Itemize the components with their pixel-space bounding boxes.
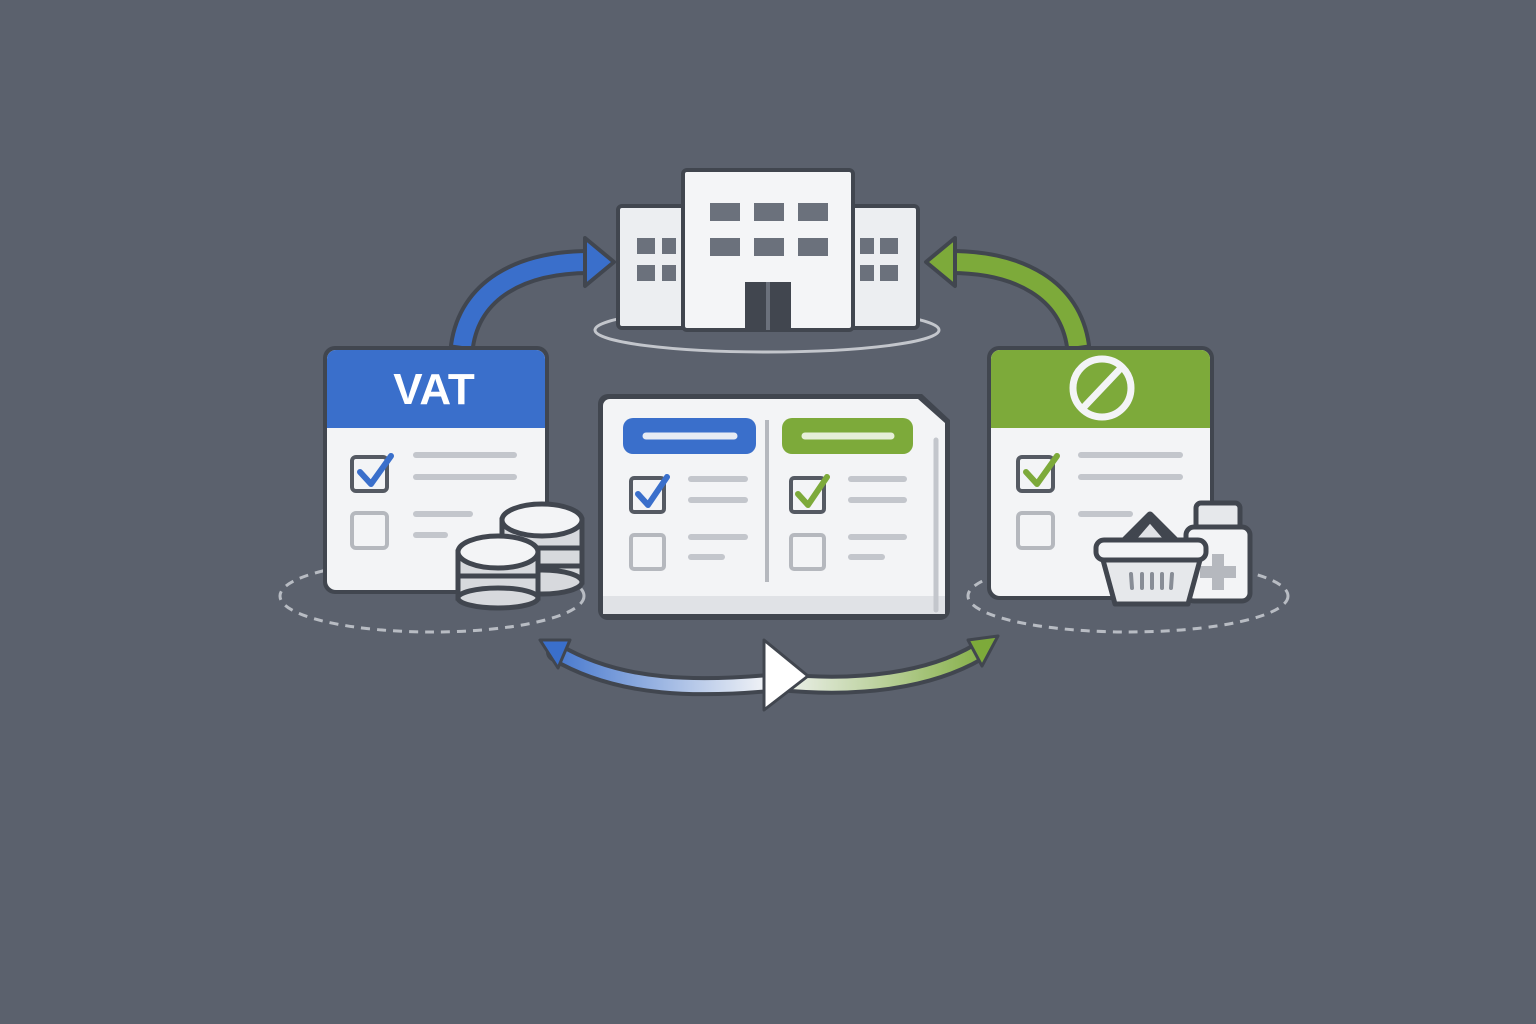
vat-checklist-card: VAT xyxy=(323,346,549,594)
right-dashed-ring xyxy=(966,558,1290,634)
vat-title: VAT xyxy=(393,365,475,414)
basket-icon xyxy=(1093,511,1209,607)
prohibited-icon xyxy=(1069,355,1135,421)
building-icon xyxy=(593,168,941,354)
blue-arrow-to-building xyxy=(449,236,616,359)
comparison-sheet xyxy=(598,394,950,620)
coins-icon xyxy=(455,501,585,611)
flow-arrow xyxy=(538,634,1000,712)
green-arrow-to-building xyxy=(924,236,1091,359)
